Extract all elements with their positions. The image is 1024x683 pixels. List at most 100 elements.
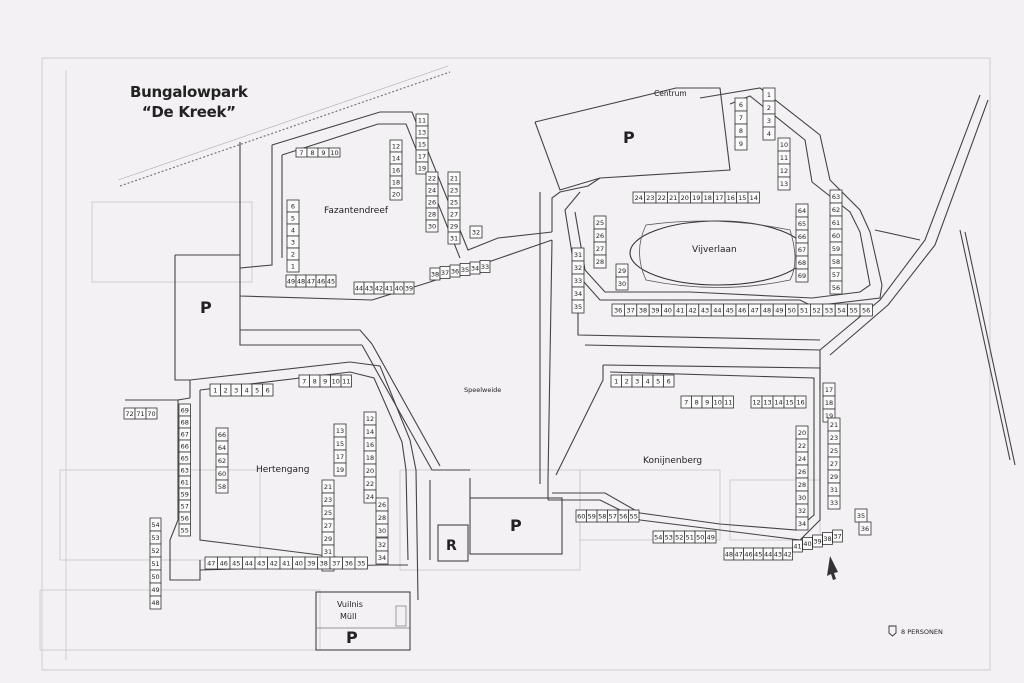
house-vijverlaan-49: 49 <box>772 303 787 317</box>
house-hertengang-5: 5 <box>251 383 263 397</box>
house-hertengang-45: 45 <box>229 556 243 570</box>
house-vijverlaan-36: 36 <box>611 303 625 317</box>
house-vijverlaan-31: 31 <box>571 247 585 262</box>
house-vijverlaan-47: 47 <box>748 303 762 317</box>
house-number: 41 <box>385 284 393 292</box>
house-hertengang-30: 30 <box>375 523 389 538</box>
house-number: 43 <box>774 550 782 558</box>
house-hertengang-19: 19 <box>333 462 347 477</box>
area-labels: Centrum Fazantendreef Vijverlaan Speelwe… <box>256 89 737 621</box>
house-number: 42 <box>784 550 792 558</box>
house-number: 1 <box>767 91 771 99</box>
house-hertengang-53: 53 <box>149 530 162 545</box>
parking-markers: P P P P R <box>200 128 635 647</box>
house-number: 22 <box>428 174 436 182</box>
house-konijnenberg-43: 43 <box>772 547 784 561</box>
house-konijnenberg-47: 47 <box>733 547 744 561</box>
house-hertengang-21: 21 <box>321 479 335 494</box>
house-vijverlaan-37: 37 <box>624 303 638 317</box>
house-number: 35 <box>461 266 469 274</box>
house-number: 58 <box>218 483 226 491</box>
house-hertengang-27: 27 <box>321 518 335 533</box>
house-number: 33 <box>830 499 838 507</box>
park-title: Bungalowpark “De Kreek” <box>130 82 248 122</box>
house-number: 2 <box>767 104 771 112</box>
house-number: 47 <box>207 559 215 567</box>
house-number: 35 <box>357 559 365 567</box>
house-number: 69 <box>181 406 189 414</box>
house-hertengang-68: 68 <box>178 415 191 429</box>
house-konijnenberg-4: 4 <box>642 374 654 388</box>
house-number: 17 <box>336 453 344 461</box>
house-number: 41 <box>676 306 684 314</box>
house-number: 36 <box>861 525 869 533</box>
house-number: 29 <box>450 222 458 230</box>
house-number: 15 <box>336 440 344 448</box>
house-number: 37 <box>833 532 841 540</box>
house-vijverlaan-13: 13 <box>777 176 791 191</box>
house-vijverlaan-1: 1 <box>762 87 776 102</box>
house-hertengang-18: 18 <box>363 450 377 465</box>
house-number: 56 <box>832 284 840 292</box>
house-konijnenberg-31: 31 <box>827 482 841 497</box>
house-number: 50 <box>151 573 159 581</box>
house-number: 28 <box>596 258 604 266</box>
house-number: 21 <box>324 483 332 491</box>
house-vijverlaan-33: 33 <box>571 273 585 288</box>
house-number: 40 <box>664 306 672 314</box>
house-number: 61 <box>832 219 840 227</box>
house-konijnenberg-7: 7 <box>680 395 692 409</box>
house-hertengang-29: 29 <box>321 531 335 546</box>
house-fazantendreef-47: 47 <box>305 274 317 288</box>
house-vijverlaan-58: 58 <box>829 254 843 269</box>
house-number: 23 <box>450 186 458 194</box>
house-hertengang-52: 52 <box>149 543 162 558</box>
house-number: 20 <box>798 429 806 437</box>
house-fazantendreef-27: 27 <box>447 207 461 221</box>
house-fazantendreef-18: 18 <box>389 175 403 189</box>
house-number: 22 <box>366 480 374 488</box>
house-number: 28 <box>378 514 386 522</box>
house-fazantendreef-12: 12 <box>389 139 403 153</box>
house-konijnenberg-60: 60 <box>575 509 587 523</box>
house-number: 4 <box>646 377 650 385</box>
house-hertengang-65: 65 <box>178 451 191 465</box>
house-number: 2 <box>224 386 228 394</box>
house-vijverlaan-56: 56 <box>859 303 873 317</box>
house-fazantendreef-46: 46 <box>315 274 327 288</box>
house-number: 28 <box>428 210 436 218</box>
house-number: 5 <box>656 377 660 385</box>
house-number: 17 <box>418 152 426 160</box>
house-number: 40 <box>395 284 403 292</box>
house-fazantendreef-44: 44 <box>353 281 365 295</box>
house-number: 43 <box>701 306 709 314</box>
house-number: 48 <box>151 599 159 607</box>
house-number: 1 <box>213 386 217 394</box>
house-number: 8 <box>310 149 314 157</box>
house-fazantendreef-37: 37 <box>439 266 451 279</box>
house-number: 18 <box>366 454 374 462</box>
house-number: 42 <box>688 306 696 314</box>
house-number: 9 <box>323 377 327 385</box>
house-vijverlaan-54: 54 <box>834 303 849 317</box>
house-number: 58 <box>598 512 606 520</box>
house-number: 5 <box>255 386 259 394</box>
house-hertengang-49: 49 <box>149 582 162 597</box>
house-number: 17 <box>825 386 833 394</box>
house-konijnenberg-25: 25 <box>827 443 841 458</box>
house-number: 57 <box>609 512 617 520</box>
house-konijnenberg-34: 34 <box>795 516 809 531</box>
house-number: 32 <box>574 264 582 272</box>
house-number: 39 <box>405 284 413 292</box>
house-vijverlaan-17: 17 <box>713 191 726 204</box>
house-number: 44 <box>245 559 253 567</box>
house-konijnenberg-35: 35 <box>854 508 868 523</box>
house-number: 34 <box>471 264 479 272</box>
house-number: 41 <box>793 542 801 550</box>
house-number: 8 <box>313 377 317 385</box>
house-konijnenberg-27: 27 <box>827 456 841 471</box>
house-konijnenberg-28: 28 <box>795 477 809 492</box>
house-fazantendreef-35: 35 <box>459 263 471 276</box>
house-number: 70 <box>147 410 155 418</box>
